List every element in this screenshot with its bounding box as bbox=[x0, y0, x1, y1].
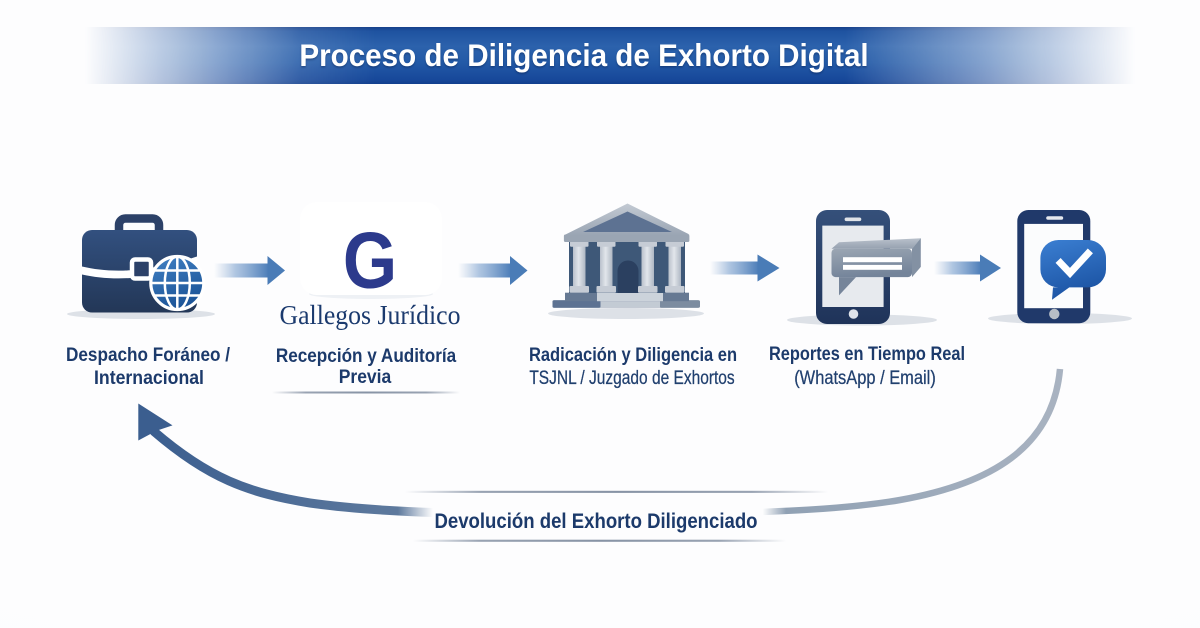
svg-text:G: G bbox=[343, 215, 397, 305]
